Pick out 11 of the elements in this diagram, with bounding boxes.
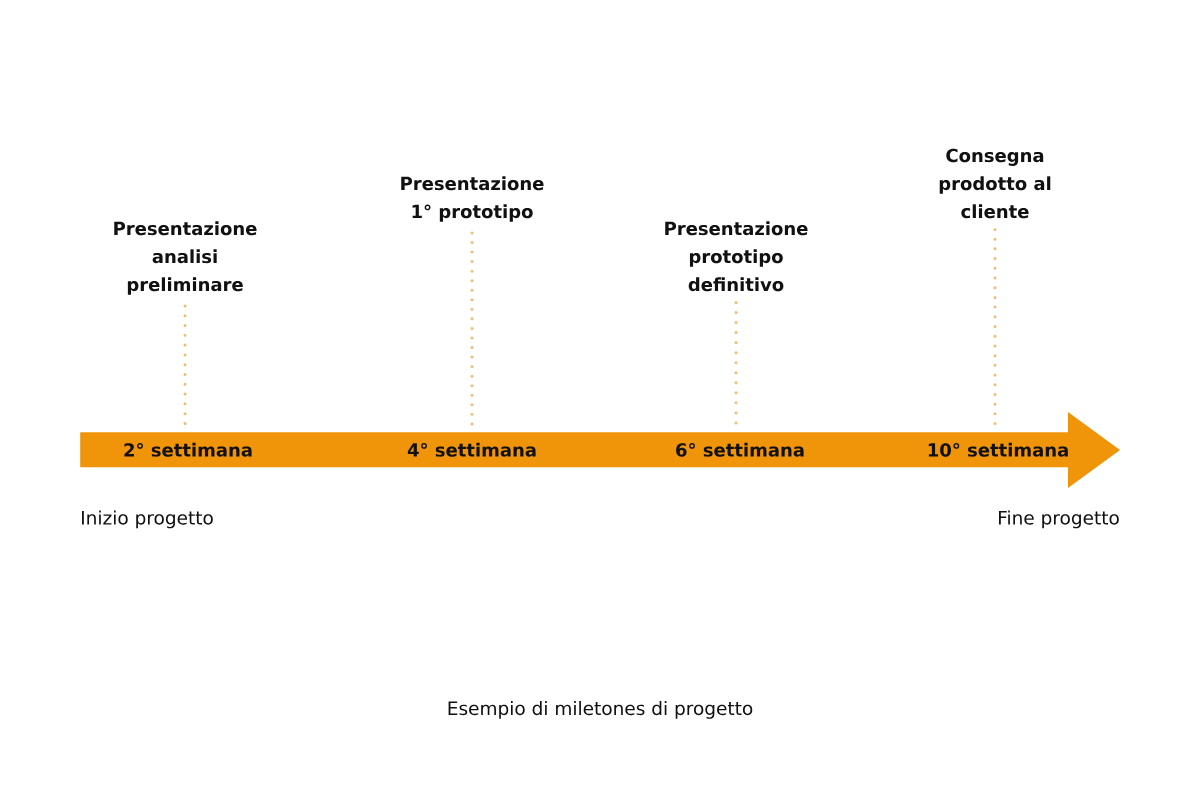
end-label: Fine progetto xyxy=(999,510,1119,529)
milestone-label: Presentazione 1° prototipo xyxy=(401,176,544,222)
week-label: 6° settimana xyxy=(676,442,804,457)
caption: Esempio di miletones di progetto xyxy=(448,700,753,719)
milestone-label: Consegna prodotto al cliente xyxy=(939,148,1051,219)
week-label: 2° settimana xyxy=(124,442,252,457)
milestone-label: Presentazione analisi preliminare xyxy=(114,221,257,295)
week-label: 10° settimana xyxy=(928,442,1068,457)
week-label: 4° settimana xyxy=(407,442,536,457)
start-label: Inizio progetto xyxy=(82,510,213,529)
milestone-label: Presentazione prototipo definitivo xyxy=(665,221,808,292)
